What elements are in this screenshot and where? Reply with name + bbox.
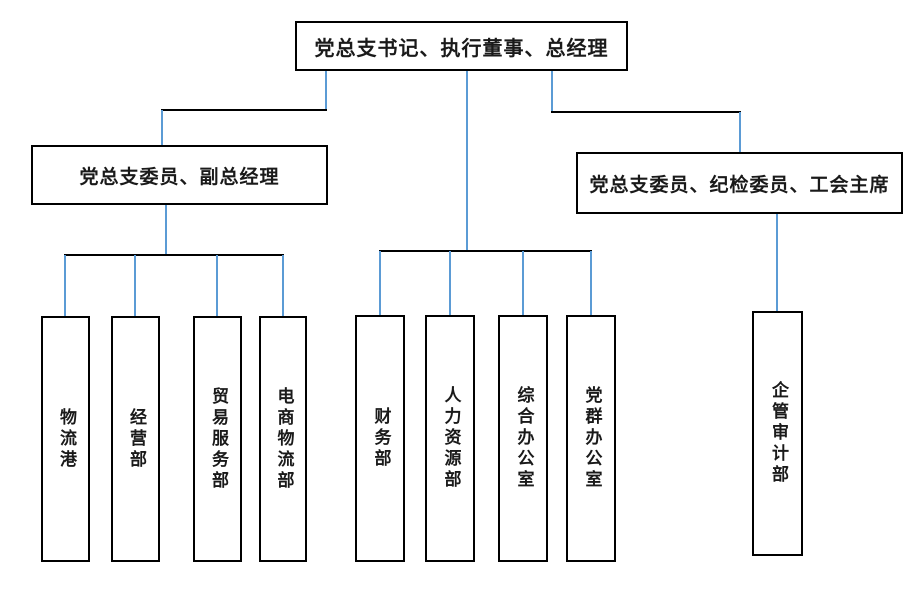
connector-to-trade-services xyxy=(216,255,218,316)
org-box-deputy-gm: 党总支委员、副总经理 xyxy=(31,145,328,205)
dept-box-human-resources: 人力资源部 xyxy=(425,315,475,562)
dept-label: 贸易服务部 xyxy=(208,386,228,492)
connector-root-center-drop xyxy=(466,71,468,251)
connector-to-union-chairman xyxy=(739,112,741,152)
org-box-root-label: 党总支书记、执行董事、总经理 xyxy=(314,35,609,60)
connector-root-right-drop xyxy=(551,71,553,112)
dept-box-party-masses-office: 党群办公室 xyxy=(566,315,616,562)
dept-label: 企管审计部 xyxy=(768,381,788,486)
connector-to-deputy-gm xyxy=(161,110,163,145)
org-box-deputy-gm-label: 党总支委员、副总经理 xyxy=(79,165,280,188)
dept-label: 电商物流部 xyxy=(273,386,294,492)
dept-box-operations: 经营部 xyxy=(111,316,160,562)
dept-box-finance: 财务部 xyxy=(355,315,405,562)
dept-label: 物流港 xyxy=(56,407,76,471)
org-box-union-chairman-label: 党总支委员、纪检委员、工会主席 xyxy=(589,173,890,196)
connector-to-logistics-port xyxy=(64,255,66,316)
dept-box-general-office: 综合办公室 xyxy=(498,315,548,562)
connector-to-ecommerce-logistics xyxy=(282,255,284,316)
connector-to-enterprise-audit xyxy=(776,214,778,311)
dept-label: 综合办公室 xyxy=(513,386,534,491)
dept-label: 经营部 xyxy=(126,407,146,471)
connector-to-general-office xyxy=(522,251,524,315)
org-box-union-chairman: 党总支委员、纪检委员、工会主席 xyxy=(576,152,903,214)
connector-root-left-elbow xyxy=(161,109,327,111)
connector-to-party-masses-office xyxy=(590,251,592,315)
connector-root-right-elbow xyxy=(551,111,741,113)
connector-to-operations xyxy=(134,255,136,316)
connector-left-group-bus xyxy=(64,254,284,256)
connector-to-finance xyxy=(379,251,381,315)
dept-label: 党群办公室 xyxy=(581,386,602,491)
dept-box-ecommerce-logistics: 电商物流部 xyxy=(259,316,307,562)
connector-deputy-gm-drop xyxy=(165,205,167,255)
dept-box-logistics-port: 物流港 xyxy=(41,316,90,562)
dept-label: 人力资源部 xyxy=(440,386,461,491)
connector-root-left-drop xyxy=(325,71,327,110)
connector-to-human-resources xyxy=(449,251,451,315)
dept-box-enterprise-audit: 企管审计部 xyxy=(752,311,803,556)
connector-center-group-bus xyxy=(379,250,592,252)
dept-label: 财务部 xyxy=(370,407,391,470)
org-box-root: 党总支书记、执行董事、总经理 xyxy=(295,21,628,71)
dept-box-trade-services: 贸易服务部 xyxy=(193,316,242,562)
